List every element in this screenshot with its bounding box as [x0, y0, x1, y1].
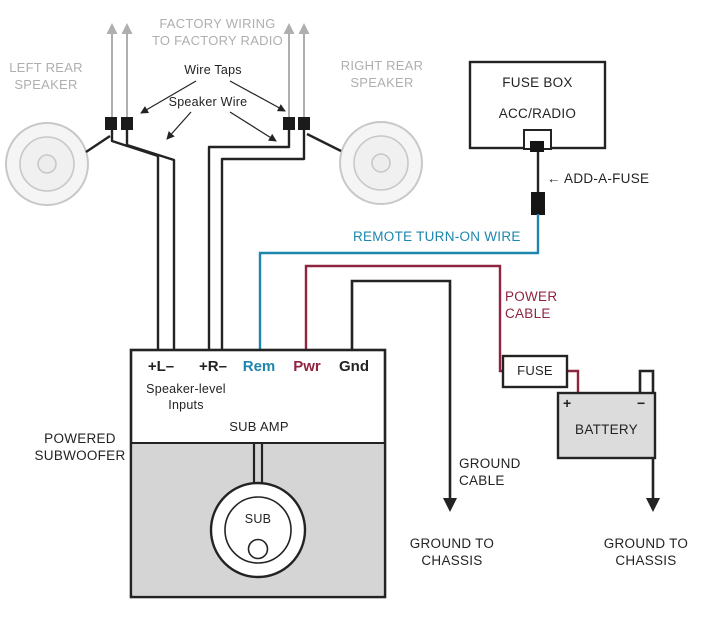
speaker-wire-label: Speaker Wire — [168, 95, 248, 109]
power-cable-wire-battery — [566, 369, 580, 395]
add-a-fuse-holder-icon — [531, 192, 545, 215]
amp-terminal-power: Pwr — [293, 358, 321, 375]
sub-amp-label: SUB AMP — [229, 419, 289, 434]
left-rear-speaker-label: LEFT REAR SPEAKER — [9, 60, 83, 92]
right-rear-speaker-icon — [339, 121, 423, 205]
battery-minus-terminal: − — [637, 395, 646, 411]
amp-terminal-remote: Rem — [242, 358, 276, 375]
battery-plus-terminal: + — [563, 395, 572, 411]
ground-to-chassis-left-label: GROUND TO CHASSIS — [409, 536, 495, 569]
battery-body — [556, 391, 657, 460]
fuse-box-title: FUSE BOX — [502, 75, 573, 90]
add-a-fuse-label: ← ADD-A-FUSE — [547, 171, 650, 186]
speaker-level-inputs-label: Speaker-level Inputs — [146, 382, 226, 412]
sub-label: SUB — [244, 512, 272, 526]
inline-fuse — [501, 354, 569, 389]
factory-wiring-label: FACTORY WIRING TO FACTORY RADIO — [151, 16, 284, 48]
power-cable-wire — [304, 264, 504, 373]
remote-turn-on-wire — [258, 214, 540, 351]
powered-subwoofer-box — [129, 348, 387, 599]
amp-terminal-right-input: +R– — [199, 358, 227, 375]
ground-to-chassis-right-label: GROUND TO CHASSIS — [603, 536, 689, 569]
powered-subwoofer-label: POWERED SUBWOOFER — [34, 431, 126, 464]
amp-terminal-left-input: +L– — [147, 358, 175, 375]
right-rear-speaker-label: RIGHT REAR SPEAKER — [340, 58, 424, 90]
label-pointer-arrows — [140, 80, 286, 142]
speaker-wires — [85, 130, 342, 351]
ground-cable-wire — [350, 279, 457, 512]
battery-label: BATTERY — [575, 422, 638, 437]
fuse-box-slot-contact — [530, 141, 544, 152]
remote-turn-on-wire-label: REMOTE TURN-ON WIRE — [353, 229, 521, 244]
wire-taps-label: Wire Taps — [184, 63, 242, 77]
power-cable-label: POWER CABLE — [505, 289, 558, 322]
wire-tap-icons — [105, 117, 310, 130]
acc-radio-label: ACC/RADIO — [498, 106, 577, 121]
ground-cable-label: GROUND CABLE — [459, 456, 521, 489]
fuse-label: FUSE — [517, 363, 553, 378]
factory-wiring-arrows — [106, 23, 310, 130]
amp-terminal-ground: Gnd — [339, 358, 369, 375]
left-rear-speaker-icon — [5, 122, 89, 206]
